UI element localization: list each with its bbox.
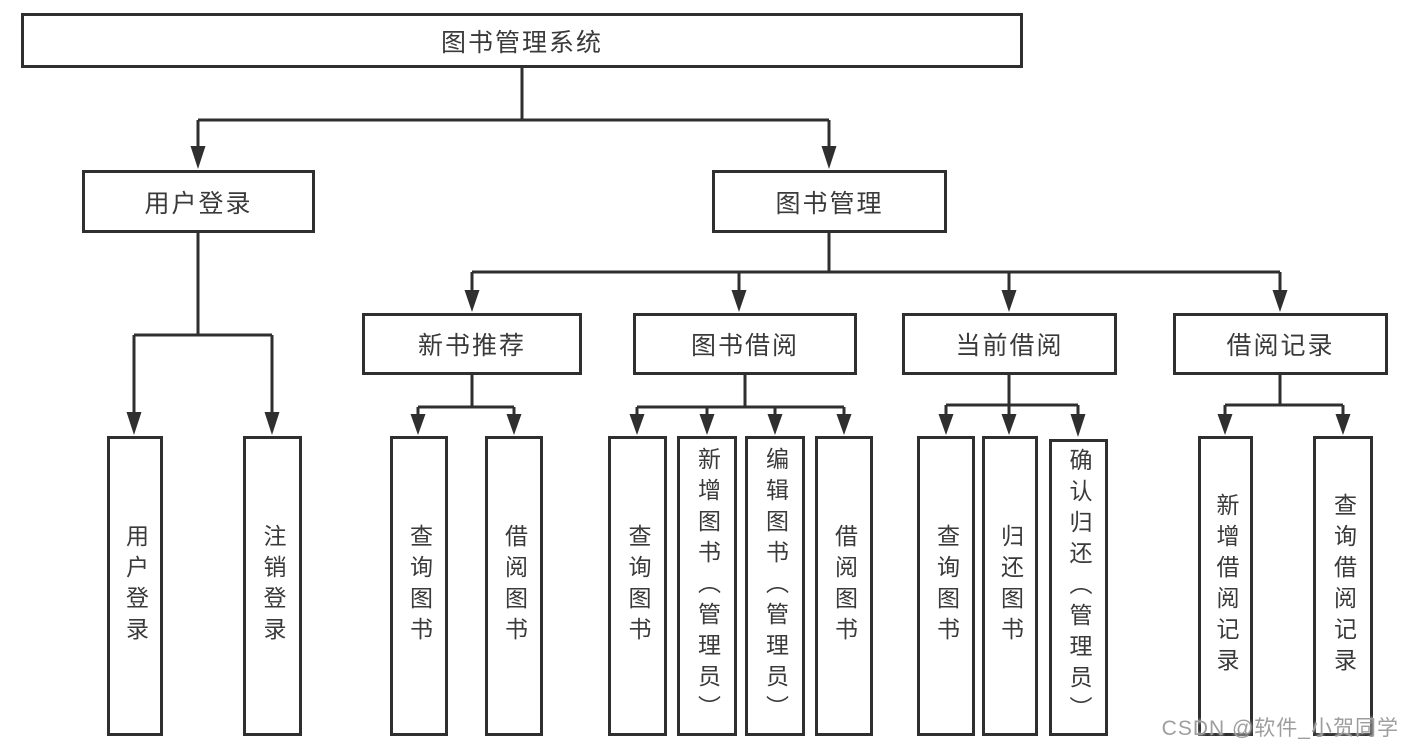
node-current-borrow: 当前借阅	[902, 313, 1117, 375]
node-label: 查询图书	[406, 524, 433, 648]
connector-book-borrow	[629, 374, 852, 435]
node-user-login-branch: 用户登录	[82, 170, 315, 233]
connector-root-to-level2	[190, 68, 837, 169]
leaf-confirm-return-admin: 确认归还（管理员）	[1049, 439, 1108, 736]
leaf-add-borrow-record: 新增借阅记录	[1198, 436, 1253, 736]
csdn-watermark: CSDN @软件_小贺同学	[1161, 717, 1399, 740]
leaf-query-borrow-record: 查询借阅记录	[1313, 436, 1373, 736]
connector-book-management-to-level3	[464, 233, 1288, 312]
node-label: 新书推荐	[417, 332, 526, 360]
leaf-add-books-admin: 新增图书（管理员）	[677, 436, 737, 736]
node-label: 用户登录	[122, 524, 149, 648]
node-label: 注销登录	[260, 524, 286, 648]
node-label: 借阅图书	[501, 524, 528, 648]
node-book-borrow: 图书借阅	[633, 313, 857, 375]
connector-current-borrow	[938, 375, 1086, 437]
connector-borrow-records	[1217, 375, 1351, 435]
node-label: 图书管理	[775, 189, 884, 218]
leaf-query-books-borrow: 查询图书	[608, 436, 667, 736]
leaf-query-books-current: 查询图书	[917, 436, 975, 736]
node-label: 新增图书（管理员）	[694, 446, 721, 726]
node-library-management-system: 图书管理系统	[21, 13, 1023, 68]
leaf-edit-books-admin: 编辑图书（管理员）	[745, 436, 805, 736]
node-label: 借阅记录	[1226, 332, 1335, 360]
node-new-book-recommend: 新书推荐	[362, 313, 582, 375]
node-label: 图书管理系统	[440, 28, 603, 57]
connector-user-login-branch	[126, 233, 280, 435]
node-label: 查询借阅记录	[1330, 493, 1357, 679]
node-book-management: 图书管理	[712, 170, 947, 233]
leaf-logout: 注销登录	[243, 436, 302, 736]
node-label: 编辑图书（管理员）	[762, 446, 789, 726]
node-label: 用户登录	[144, 189, 253, 218]
leaf-borrow-books: 借阅图书	[815, 436, 873, 736]
node-label: 查询图书	[625, 524, 651, 648]
connector-new-book-recommend	[410, 375, 522, 435]
node-label: 借阅图书	[831, 524, 858, 648]
leaf-return-books: 归还图书	[982, 436, 1038, 736]
node-label: 查询图书	[933, 524, 960, 648]
leaf-query-books-recommend: 查询图书	[390, 436, 448, 736]
node-borrow-records: 借阅记录	[1173, 313, 1388, 375]
leaf-user-login: 用户登录	[107, 436, 163, 736]
node-label: 图书借阅	[690, 332, 799, 360]
node-label: 当前借阅	[955, 332, 1064, 360]
node-label: 新增借阅记录	[1213, 493, 1239, 679]
node-label: 归还图书	[997, 524, 1024, 648]
node-label: 确认归还（管理员）	[1066, 448, 1092, 727]
leaf-borrow-books-recommend: 借阅图书	[485, 436, 543, 736]
